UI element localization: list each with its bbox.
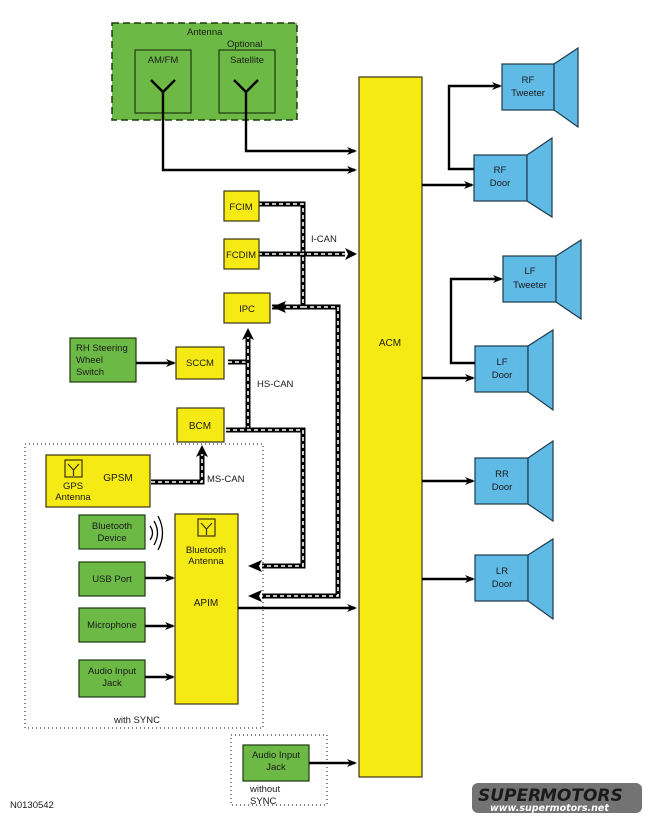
- watermark-url: www.supermotors.net: [490, 803, 609, 814]
- speaker-label-2: Tweeter: [511, 88, 545, 99]
- speaker-label-2: Door: [492, 370, 513, 381]
- speaker-label-2: Tweeter: [513, 280, 547, 291]
- microphone-label: Microphone: [87, 620, 137, 631]
- ms-can-to-bcm-arrow: [196, 445, 208, 457]
- speaker-label-1: RR: [495, 469, 509, 480]
- sccm-module[interactable]: SCCM: [175, 346, 225, 380]
- bluetooth-antenna-label-1: Bluetooth: [186, 545, 226, 556]
- speaker-label-2: Door: [492, 482, 513, 493]
- speaker-label-1: LF: [496, 357, 507, 368]
- fcim-label: FCIM: [229, 202, 252, 213]
- optional-label: Optional: [227, 39, 262, 50]
- antenna-group-title: Antenna: [187, 27, 223, 38]
- bluetooth-device-label-1: Bluetooth: [92, 521, 132, 532]
- fcim-module[interactable]: FCIM: [223, 190, 260, 222]
- audio-input-jack-no-sync[interactable]: Audio Input Jack: [242, 744, 310, 782]
- rf-door-to-tweeter-wire: [447, 82, 502, 171]
- speaker-lf-tweeter[interactable]: LF Tweeter: [502, 238, 582, 321]
- lf-door-to-tweeter-wire: [449, 275, 503, 365]
- audio-input-jack-label-2: Jack: [102, 678, 122, 689]
- hs-can-to-ipc-arrow: [242, 328, 254, 340]
- i-can-to-acm-arrow: [345, 248, 357, 260]
- hs-can-bus: [226, 328, 306, 572]
- apim-label: APIM: [194, 598, 218, 609]
- am-fm-to-acm-wire: [161, 115, 357, 174]
- bcm-label: BCM: [189, 421, 211, 432]
- supermotors-watermark: SUPER MOTORS www.supermotors.net: [472, 783, 642, 814]
- watermark-brand-1: SUPER: [478, 786, 541, 806]
- bluetooth-antenna-label-2: Antenna: [188, 556, 224, 567]
- i-can-to-ipc-arrow: [272, 301, 286, 313]
- antenna-group: Antenna Optional AM/FM Satellite: [111, 22, 298, 121]
- ms-can-bus: [151, 445, 208, 485]
- microphone[interactable]: Microphone: [78, 607, 146, 643]
- with-sync-group: [24, 443, 264, 729]
- speaker-rf-tweeter[interactable]: RF Tweeter: [501, 46, 579, 129]
- fcdim-label: FCDIM: [226, 250, 256, 261]
- wireless-signal-icon: [149, 515, 164, 551]
- speaker-label-1: LF: [524, 266, 535, 277]
- speaker-rf-door[interactable]: RF Door: [473, 136, 553, 219]
- audio-input-jack-label-1: Audio Input: [88, 666, 136, 677]
- rh-steering-label-2: Wheel: [76, 355, 103, 366]
- ipc-module[interactable]: IPC: [223, 292, 271, 324]
- bluetooth-device[interactable]: Bluetooth Device: [78, 514, 146, 550]
- speaker-lf-door[interactable]: LF Door: [474, 328, 554, 412]
- bluetooth-device-label-2: Device: [97, 533, 126, 544]
- speaker-lr-door[interactable]: LR Door: [474, 537, 554, 621]
- usb-port[interactable]: USB Port: [78, 561, 146, 597]
- without-sync-label-2: SYNC: [250, 796, 277, 807]
- antenna-group-box: [111, 22, 298, 121]
- am-fm-antenna-icon: [150, 79, 176, 115]
- speaker-label-2: Door: [490, 178, 511, 189]
- speaker-label-1: RF: [494, 165, 507, 176]
- speaker-rr-door[interactable]: RR Door: [474, 439, 554, 523]
- bcm-module[interactable]: BCM: [176, 407, 225, 443]
- acm-label: ACM: [379, 338, 401, 349]
- without-sync-group: [230, 734, 328, 806]
- audio-input-jack-2-label-1: Audio Input: [252, 750, 300, 761]
- ipc-label: IPC: [239, 304, 255, 315]
- satellite-antenna-icon: [233, 79, 259, 115]
- apim-module[interactable]: Bluetooth Antenna APIM: [174, 513, 239, 705]
- satellite-label: Satellite: [230, 55, 264, 66]
- hs-can-label: HS-CAN: [257, 379, 294, 390]
- with-sync-label: with SYNC: [113, 715, 160, 726]
- rh-steering-label-3: Switch: [76, 367, 104, 378]
- speaker-label-1: RF: [522, 75, 535, 86]
- gps-antenna-label-2: Antenna: [55, 492, 91, 503]
- gps-antenna-icon: [64, 459, 83, 478]
- speaker-label-1: LR: [496, 566, 508, 577]
- hs-can-to-apim-arrow: [248, 560, 262, 572]
- audio-input-jack-2-label-2: Jack: [266, 762, 286, 773]
- sccm-label: SCCM: [186, 358, 214, 369]
- rh-steering-wheel-switch[interactable]: RH Steering Wheel Switch: [69, 337, 137, 383]
- i-can-to-apim-arrow: [248, 590, 262, 602]
- gps-antenna-label-1: GPS: [63, 481, 83, 492]
- gpsm-label: GPSM: [103, 473, 132, 484]
- acm-module[interactable]: [358, 76, 423, 778]
- ms-can-label: MS-CAN: [207, 474, 245, 485]
- am-fm-label: AM/FM: [148, 55, 179, 66]
- i-can-bus: [248, 201, 357, 602]
- usb-port-label: USB Port: [92, 574, 132, 585]
- figure-id: N0130542: [10, 800, 54, 811]
- rh-steering-label-1: RH Steering: [76, 343, 128, 354]
- audio-input-jack-sync[interactable]: Audio Input Jack: [78, 659, 146, 698]
- bluetooth-antenna-icon: [197, 518, 216, 537]
- gpsm-module[interactable]: GPS Antenna GPSM: [45, 454, 151, 508]
- watermark-brand-2: MOTORS: [540, 786, 623, 806]
- i-can-label: I-CAN: [311, 234, 337, 245]
- speaker-label-2: Door: [492, 579, 513, 590]
- satellite-to-acm-wire: [244, 115, 357, 155]
- without-sync-label-1: without: [249, 784, 280, 795]
- fcdim-module[interactable]: FCDIM: [223, 238, 260, 270]
